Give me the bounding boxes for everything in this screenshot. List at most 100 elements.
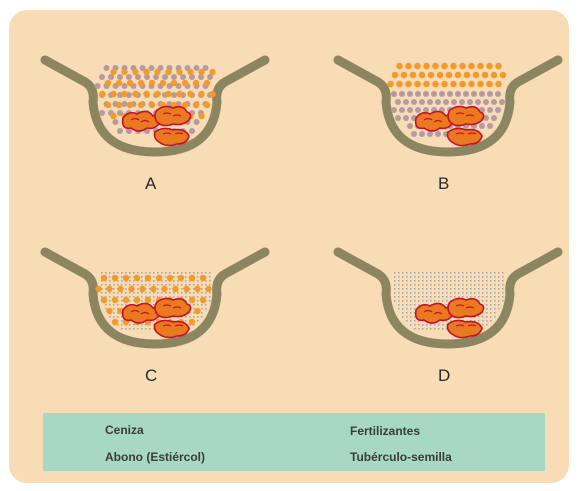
fertilizer-layer-dot xyxy=(477,63,484,70)
fertilizer-layer-dot xyxy=(149,102,155,108)
fertilizer-layer-dot xyxy=(121,69,127,75)
seed-tubers-c xyxy=(123,298,191,337)
manure-layer-dot xyxy=(117,74,123,80)
fertilizer-layer-dot xyxy=(200,275,206,281)
fertilizer-layer-dot xyxy=(205,286,211,292)
manure-layer-dot xyxy=(479,91,485,97)
manure-layer-dot xyxy=(407,123,413,129)
manure-layer-dot xyxy=(427,131,433,137)
fertilizer-layer-dot xyxy=(187,91,193,97)
panel-label-a: A xyxy=(145,174,156,194)
fertilizer-layer-dot xyxy=(134,275,140,281)
manure-layer-dot xyxy=(463,91,469,97)
manure-layer-dot xyxy=(194,65,200,71)
fertilizer-layer-dot xyxy=(477,81,484,88)
fertilizer-layer-dot xyxy=(194,308,200,314)
manure-layer-dot xyxy=(113,119,119,125)
manure-layer-dot xyxy=(399,107,405,113)
fertilizer-layer-dot xyxy=(468,81,475,88)
fertilizer-layer-dot xyxy=(414,63,421,70)
fertilizer-layer-dot xyxy=(134,297,140,303)
fertilizer-layer-dot xyxy=(464,72,471,79)
manure-layer-dot xyxy=(499,99,505,105)
fertilizer-layer-dot xyxy=(441,63,448,70)
manure-layer-dot xyxy=(451,99,457,105)
fertilizer-layer-dot xyxy=(112,297,118,303)
manure-layer-dot xyxy=(443,99,449,105)
manure-layer-dot xyxy=(391,107,397,113)
fertilizer-layer-dot xyxy=(182,80,188,86)
manure-layer-dot xyxy=(435,131,441,137)
manure-layer-dot xyxy=(491,99,497,105)
manure-layer-dot xyxy=(419,131,425,137)
fertilizer-layer-dot xyxy=(459,81,466,88)
fertilizer-layer-dot xyxy=(419,72,426,79)
fertilizer-layer-dot xyxy=(160,80,166,86)
manure-layer-dot xyxy=(99,74,105,80)
fertilizer-layer-dot xyxy=(468,63,475,70)
fertilizer-layer-dot xyxy=(495,81,502,88)
manure-layer-dot xyxy=(447,91,453,97)
manure-layer-dot xyxy=(475,99,481,105)
manure-layer-dot xyxy=(435,99,441,105)
fertilizer-layer-dot xyxy=(473,72,480,79)
manure-layer-dot xyxy=(162,74,168,80)
manure-layer-dot xyxy=(411,99,417,105)
tuber-layer xyxy=(123,106,484,337)
fertilizer-layer-dot xyxy=(432,81,439,88)
fertilizer-layer-dot xyxy=(138,80,144,86)
fertilizer-layer-dot xyxy=(132,69,138,75)
manure-layer-dot xyxy=(439,91,445,97)
manure-layer-dot xyxy=(395,99,401,105)
fertilizer-layer-dot xyxy=(145,297,151,303)
manure-layer-dot xyxy=(403,115,409,121)
fertilizer-layer-dot xyxy=(138,102,144,108)
fertilizer-layer-dot xyxy=(193,102,199,108)
manure-layer-dot xyxy=(117,128,123,134)
fertilizer-layer-dot xyxy=(441,81,448,88)
seed-tubers-d xyxy=(416,298,484,337)
fertilizer-layer-dot xyxy=(165,69,171,75)
manure-layer-dot xyxy=(491,115,497,121)
fertilizer-layer-dot xyxy=(204,80,210,86)
fertilizer-layer-dot xyxy=(423,63,430,70)
manure-layer-dot xyxy=(171,92,177,98)
manure-layer-dot xyxy=(487,107,493,113)
fertilizer-layer-dot xyxy=(139,286,145,292)
legend-item-ceniza: Ceniza xyxy=(105,423,144,437)
fertilizer-layer-dot xyxy=(200,297,206,303)
fertilizer-layer-dot xyxy=(405,81,412,88)
fertilizer-layer-dot xyxy=(150,286,156,292)
manure-layer-dot xyxy=(95,83,101,89)
manure-layer-dot xyxy=(419,99,425,105)
fertilizer-layer-dot xyxy=(154,91,160,97)
manure-layer-dot xyxy=(495,91,501,97)
fertilizer-layer-dot xyxy=(193,80,199,86)
fertilizer-layer-dot xyxy=(156,275,162,281)
manure-layer-dot xyxy=(99,110,105,116)
fertilizer-layer-dot xyxy=(127,80,133,86)
fertilizer-layer-dot xyxy=(143,91,149,97)
fertilizer-layer-dot xyxy=(171,80,177,86)
fertilizer-layer-dot xyxy=(143,69,149,75)
fertilizer-layer-dot xyxy=(172,286,178,292)
manure-layer-dot xyxy=(495,107,501,113)
manure-layer-dot xyxy=(399,91,405,97)
fertilizer-layer-dot xyxy=(198,69,204,75)
fertilizer-layer-dot xyxy=(187,69,193,75)
manure-layer-dot xyxy=(391,91,397,97)
manure-layer-dot xyxy=(403,99,409,105)
legend-item-tuberculo: Tubérculo-semilla xyxy=(350,450,452,464)
fertilizer-layer-dot xyxy=(198,91,204,97)
manure-layer-dot xyxy=(415,107,421,113)
fertilizer-layer-dot xyxy=(450,63,457,70)
legend: Ceniza Abono (Estiércol) Fertilizantes T… xyxy=(43,413,545,471)
manure-layer-dot xyxy=(104,65,110,71)
manure-layer-dot xyxy=(427,99,433,105)
fertilizer-layer-dot xyxy=(437,72,444,79)
panel-label-c: C xyxy=(145,366,157,386)
fertilizer-layer-dot xyxy=(105,80,111,86)
fertilizer-layer-dot xyxy=(209,69,215,75)
panel-label-b: B xyxy=(438,174,449,194)
fertilizer-layer-dot xyxy=(145,275,151,281)
